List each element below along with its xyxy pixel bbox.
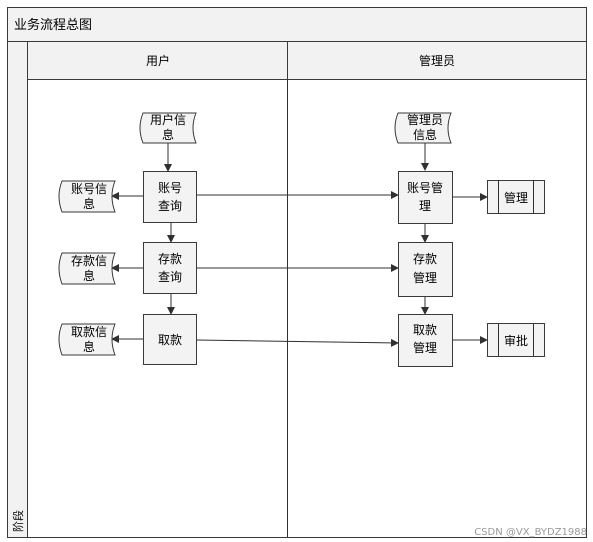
doc-account-info: 账号信 息 bbox=[58, 180, 116, 213]
predefined-approve: 审批 bbox=[487, 323, 545, 357]
svg-text:用户信: 用户信 bbox=[150, 112, 186, 127]
svg-text:取款: 取款 bbox=[413, 323, 437, 337]
svg-text:取款: 取款 bbox=[158, 333, 182, 347]
lane-header-admin bbox=[287, 41, 587, 80]
svg-text:账号管: 账号管 bbox=[407, 180, 443, 195]
lane-label-user: 用户 bbox=[146, 53, 170, 68]
title-band bbox=[7, 7, 587, 42]
svg-text:账号信: 账号信 bbox=[71, 182, 107, 196]
svg-text:息: 息 bbox=[83, 196, 95, 211]
svg-text:管理: 管理 bbox=[413, 270, 437, 285]
svg-text:息: 息 bbox=[83, 268, 95, 283]
svg-text:管理员: 管理员 bbox=[407, 112, 443, 127]
process-deposit-query: 存款 查询 bbox=[143, 242, 197, 294]
connectors bbox=[111, 143, 488, 347]
svg-text:信息: 信息 bbox=[413, 127, 437, 142]
process-account-query: 账号 查询 bbox=[143, 171, 197, 223]
svg-text:存款: 存款 bbox=[413, 252, 437, 266]
svg-text:账号: 账号 bbox=[158, 181, 182, 195]
doc-admin-info: 管理员 信息 bbox=[394, 112, 452, 144]
svg-text:取款信: 取款信 bbox=[71, 325, 107, 339]
lane-label-admin: 管理员 bbox=[419, 53, 455, 68]
arrow-withdraw-to-withdraw-manage bbox=[195, 338, 399, 347]
process-withdraw: 取款 bbox=[143, 314, 197, 365]
svg-text:存款信: 存款信 bbox=[71, 254, 107, 268]
predefined-manage: 管理 bbox=[487, 180, 545, 214]
watermark: CSDN @VX_BYDZ1988 bbox=[474, 527, 587, 538]
doc-user-info: 用户信 息 bbox=[139, 112, 197, 144]
lane-header-user bbox=[27, 41, 288, 80]
svg-text:息: 息 bbox=[162, 127, 174, 142]
process-deposit-manage: 存款 管理 bbox=[398, 242, 453, 297]
svg-text:查询: 查询 bbox=[158, 199, 182, 213]
svg-text:存款: 存款 bbox=[158, 252, 182, 266]
diagram-title: 业务流程总图 bbox=[14, 17, 92, 33]
phase-column bbox=[7, 41, 28, 538]
svg-text:管理: 管理 bbox=[413, 340, 437, 355]
process-withdraw-manage: 取款 管理 bbox=[398, 314, 453, 367]
doc-withdraw-info: 取款信 息 bbox=[58, 323, 116, 356]
svg-text:查询: 查询 bbox=[158, 270, 182, 284]
svg-text:理: 理 bbox=[419, 199, 431, 213]
svg-text:审批: 审批 bbox=[504, 333, 528, 348]
process-account-manage: 账号管 理 bbox=[398, 171, 453, 224]
phase-label: 阶段 bbox=[11, 510, 25, 532]
doc-deposit-info: 存款信 息 bbox=[58, 252, 116, 285]
svg-text:息: 息 bbox=[83, 339, 95, 354]
svg-text:管理: 管理 bbox=[504, 190, 528, 205]
